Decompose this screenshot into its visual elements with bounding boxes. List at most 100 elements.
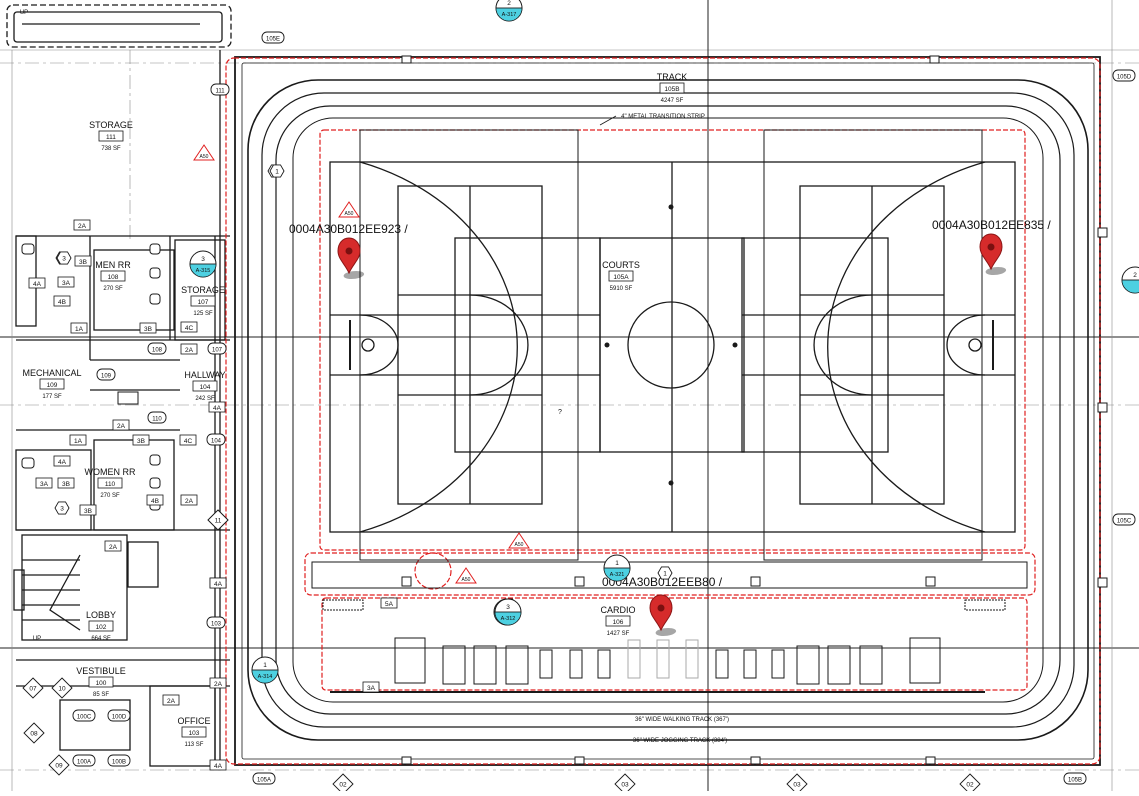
hex-tag-shape [54, 501, 70, 515]
question-mark: ? [558, 409, 562, 416]
wall-type-tag: 2A [214, 681, 223, 688]
metal-strip-note: 4" METAL TRANSITION STRIP [621, 114, 705, 120]
room-hallway-name: HALLWAY [184, 370, 225, 380]
diamond-tag: 02 [966, 782, 974, 789]
hex-tag: 3 [62, 256, 66, 263]
wall-type-tag: 4A [213, 405, 222, 412]
wall-tag-box [209, 577, 227, 589]
door-tag: 105C [1117, 519, 1132, 525]
wall-type-tag: 3A [62, 280, 71, 287]
diamond-tag: 03 [793, 782, 801, 789]
revision-triangle-icon [193, 144, 215, 161]
room-women-rr-number: 110 [105, 481, 116, 488]
wall-type-tag: 5A [385, 601, 394, 608]
room-vestibule-area: 85 SF [93, 692, 109, 698]
section-callout-number: 1 [263, 662, 267, 669]
door-tag: 109 [101, 374, 112, 380]
wall-type-tag: 2A [109, 544, 118, 551]
wall-type-tag: 3B [84, 508, 92, 515]
room-courts-number: 105A [613, 274, 629, 281]
section-callout-number: 3 [506, 604, 510, 611]
room-lobby-number: 102 [96, 624, 107, 631]
room-mechanical-number: 109 [47, 382, 58, 389]
door-tag: 100B [112, 760, 126, 766]
door-tag: 105B [1068, 778, 1082, 784]
room-mechanical-name: MECHANICAL [22, 368, 81, 378]
revision-tag: A50 [462, 577, 471, 583]
room-cardio-area: 1427 SF [607, 631, 630, 637]
wall-markers [401, 55, 1108, 765]
wall-tag-box [180, 494, 198, 506]
leader-line [599, 115, 617, 126]
room-cardio-name: CARDIO [600, 605, 635, 615]
wall-tag-box [53, 295, 71, 307]
wall-type-tag: 4A [214, 581, 223, 588]
wall-type-tag: 4C [185, 325, 194, 332]
revision-triangle-icon [508, 532, 530, 549]
room-women-rr-name: WOMEN RR [85, 467, 136, 477]
diamond-tag-shape [48, 754, 70, 776]
wall-tag-box [57, 276, 75, 288]
room-storage-111-area: 738 SF [101, 146, 121, 152]
section-callout-sheet: A-317 [502, 12, 517, 18]
wall-type-tag: 4C [184, 438, 193, 445]
wall-type-tag: 3A [40, 481, 49, 488]
revision-triangle-icon [455, 567, 477, 584]
wall-type-tag: 4A [214, 763, 223, 770]
diamond-tag-shape [23, 722, 45, 744]
court-dots [604, 204, 738, 486]
section-callout-fill [495, 7, 523, 22]
section-callout-sheet: A-315 [196, 268, 211, 274]
diamond-tag-shape [22, 677, 44, 699]
map-pin-icon[interactable] [979, 233, 1009, 276]
door-tag-shape [210, 83, 230, 96]
section-callout-number: 1 [615, 560, 619, 567]
door-tag: 110 [152, 417, 162, 423]
section-callout-number: 2 [507, 0, 511, 7]
diamond-tag: 03 [621, 782, 629, 789]
wall-tag-box [35, 477, 53, 489]
room-women-rr-area: 270 SF [100, 493, 120, 499]
wall-tag-box [146, 494, 164, 506]
door-tag-shape [252, 772, 276, 785]
room-lobby-number-box [88, 620, 114, 632]
door-tag: 107 [212, 348, 223, 354]
section-callout-fill [189, 263, 217, 278]
jogging-track-note: 36" WIDE JOGGING TRACK (384') [633, 738, 727, 744]
room-storage-107-area: 125 SF [193, 311, 213, 317]
fixtures [21, 243, 161, 511]
pin-label: 0004A30B012EE923 / [289, 222, 408, 236]
room-mechanical-number-box [39, 378, 65, 390]
room-hallway-number-box [192, 380, 218, 392]
wall-tag-box [180, 321, 198, 333]
room-courts-area: 5910 SF [610, 286, 633, 292]
section-callout-fill [603, 567, 631, 582]
wall-type-tag: 2A [185, 498, 194, 505]
wall-tag-box [112, 419, 130, 431]
door-tag: 105A [257, 778, 271, 784]
wall-type-tag: 3B [144, 326, 152, 333]
courts-lines [329, 129, 1016, 561]
wall-tag-box [209, 759, 227, 771]
door-tag-shape [206, 433, 226, 446]
wall-tag-box [179, 434, 197, 446]
door-tag-shape [72, 709, 96, 722]
room-courts-number-box [608, 270, 634, 282]
map-pin-icon[interactable] [337, 237, 367, 280]
map-pin-icon[interactable] [649, 594, 679, 637]
wall-type-tag: 3B [62, 481, 70, 488]
room-office-number: 103 [189, 730, 200, 737]
stair-up-label: UP [33, 636, 41, 642]
diamond-tag-shape [51, 677, 73, 699]
door-tag: 100C [77, 715, 92, 721]
wall-tag-box [70, 322, 88, 334]
room-track-name: TRACK [657, 72, 688, 82]
wall-type-tag: 4B [58, 299, 66, 306]
room-cardio-number: 106 [613, 619, 624, 626]
wall-tag-box [28, 277, 46, 289]
wall-type-tag: 1A [75, 326, 84, 333]
section-callout-fill [494, 611, 522, 626]
hex-tag-shape [269, 164, 285, 178]
